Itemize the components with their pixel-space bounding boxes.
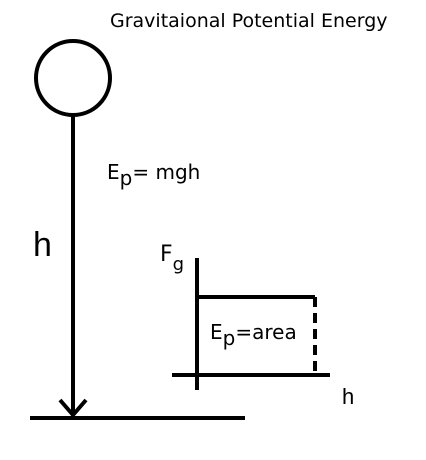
area-rhs: =area — [235, 320, 297, 344]
graph-y-axis-label: Fg — [160, 242, 184, 274]
falling-ball — [34, 39, 112, 117]
height-arrow-head — [58, 398, 88, 419]
graph-x-axis-label: h — [342, 384, 355, 409]
height-label: h — [33, 226, 52, 264]
formula-mgh: Ep= mgh — [107, 160, 201, 188]
area-formula: Ep=area — [210, 320, 297, 348]
area-subscript: p — [222, 326, 236, 350]
y-axis-symbol: F — [160, 242, 173, 267]
area-symbol: E — [210, 320, 223, 344]
formula-subscript: p — [119, 166, 133, 190]
diagram-title: Gravitaional Potential Energy — [110, 10, 388, 32]
formula-symbol: E — [107, 160, 120, 184]
formula-rhs: = mgh — [132, 160, 201, 184]
y-axis-subscript: g — [172, 254, 185, 275]
